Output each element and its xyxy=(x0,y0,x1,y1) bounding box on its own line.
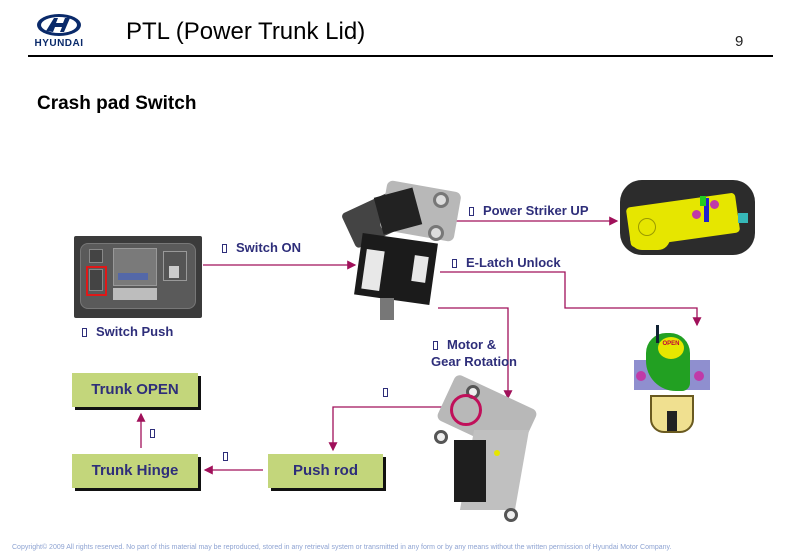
hyundai-emblem-icon xyxy=(37,14,81,36)
page-title: PTL (Power Trunk Lid) xyxy=(126,18,366,45)
switch-highlight xyxy=(86,266,107,296)
step-switch-on: Switch ON xyxy=(222,240,301,255)
hyundai-logo: HYUNDAI xyxy=(26,12,92,52)
page-number: 9 xyxy=(735,33,744,50)
bullet-icon xyxy=(82,328,87,337)
arrow-gear-to-push-rod xyxy=(328,406,448,452)
latch-open-label: OPEN xyxy=(658,337,684,359)
trunk-hinge-box: Trunk Hinge xyxy=(72,454,198,488)
push-rod-box: Push rod xyxy=(268,454,383,488)
step-motor-gear-rotation: Motor & Gear Rotation xyxy=(431,337,517,369)
step-e-latch-unlock: E-Latch Unlock xyxy=(452,255,561,270)
step-power-striker-up: Power Striker UP xyxy=(469,203,589,218)
brand-name: HYUNDAI xyxy=(34,38,84,49)
arrow-to-e-latch xyxy=(440,271,702,327)
ptl-motor-controller-image xyxy=(338,179,466,330)
bullet-icon xyxy=(469,207,474,216)
trunk-open-box: Trunk OPEN xyxy=(72,373,198,407)
bullet-icon xyxy=(223,452,228,461)
section-title: Crash pad Switch xyxy=(37,93,197,114)
e-latch-image: OPEN xyxy=(632,325,712,435)
bullet-icon xyxy=(150,429,155,438)
bullet-icon xyxy=(433,341,438,350)
copyright-notice: Copyright© 2009 All rights reserved. No … xyxy=(12,544,672,551)
step-switch-push: Switch Push xyxy=(82,324,173,339)
crash-pad-switch-image xyxy=(74,236,202,318)
power-striker-image xyxy=(620,180,755,255)
bullet-icon xyxy=(452,259,457,268)
header-divider xyxy=(28,55,773,57)
gear-highlight-circle xyxy=(450,394,482,426)
bullet-icon xyxy=(383,388,388,397)
gear-mechanism-image xyxy=(412,373,542,525)
bullet-icon xyxy=(222,244,227,253)
arrow-to-gear xyxy=(438,307,513,400)
